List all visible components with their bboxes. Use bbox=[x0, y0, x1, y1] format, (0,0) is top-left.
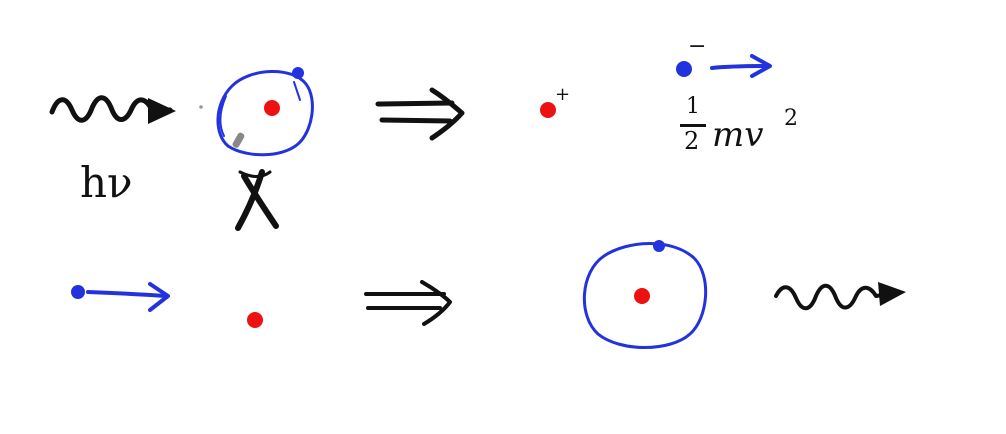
velocity-exponent: 2 bbox=[784, 106, 798, 131]
double-arrow-icon bbox=[364, 280, 452, 326]
nucleus-dot bbox=[634, 288, 650, 304]
emitted-photon-arrowhead-icon bbox=[878, 282, 906, 306]
free-electron-dot bbox=[676, 61, 692, 77]
photon-energy-label: hν bbox=[80, 158, 133, 207]
electron-dot bbox=[292, 67, 304, 79]
ion-charge-label: + bbox=[555, 84, 571, 105]
straight-arrow-icon bbox=[86, 282, 170, 312]
electron-charge-label: − bbox=[688, 34, 707, 59]
mass-velocity-text: mv bbox=[712, 115, 764, 155]
fraction-denominator: 2 bbox=[684, 127, 700, 155]
electron-velocity-arrow-icon bbox=[710, 54, 772, 78]
stray-dot bbox=[199, 105, 203, 109]
photon-wavy-arrow-icon bbox=[49, 95, 176, 124]
lone-nucleus-dot bbox=[247, 312, 263, 328]
double-arrow-icon bbox=[375, 87, 465, 141]
ion-dot bbox=[540, 102, 556, 118]
atom-icon bbox=[583, 240, 708, 349]
atom-icon bbox=[199, 67, 314, 157]
electron-dot bbox=[653, 240, 665, 252]
fraction-numerator: 1 bbox=[686, 94, 700, 119]
emitted-photon-wavy-arrow-icon bbox=[774, 282, 906, 311]
fraction-bar bbox=[680, 124, 706, 127]
kinetic-energy-label: 1 2 mv 2 bbox=[676, 96, 816, 166]
eraser-mark bbox=[232, 132, 245, 148]
nucleus-dot bbox=[264, 100, 280, 116]
cross-mark-icon bbox=[235, 169, 279, 231]
incoming-electron-dot bbox=[71, 285, 85, 299]
photon-arrowhead-icon bbox=[148, 98, 176, 124]
